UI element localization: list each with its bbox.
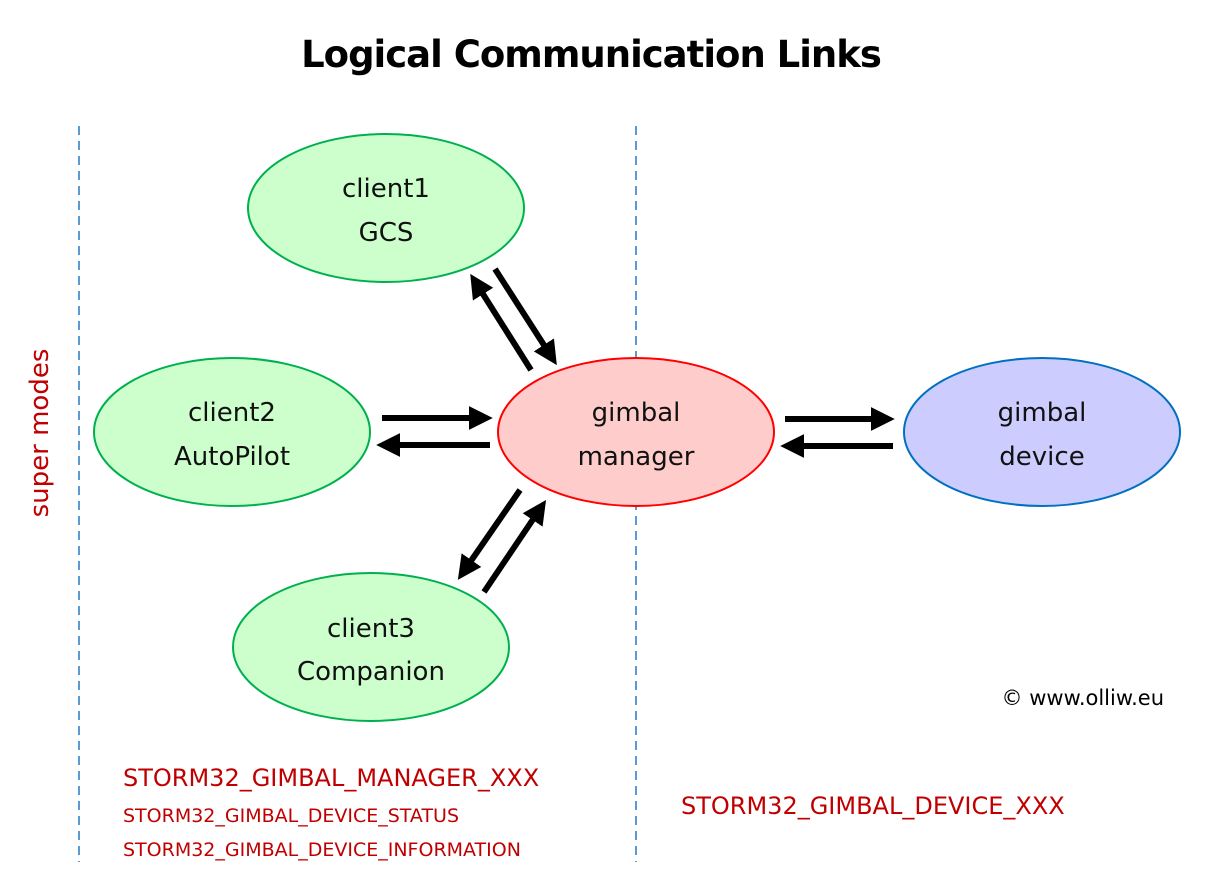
manager-messages-label: STORM32_GIMBAL_MANAGER_XXX: [123, 764, 539, 792]
node-client3: client3 Companion: [232, 572, 510, 722]
client1-label: client1: [342, 174, 430, 204]
gimbal-manager-label-line1: gimbal: [592, 398, 681, 428]
arrow-client1-to-manager: [492, 267, 557, 366]
client1-role: GCS: [359, 218, 414, 248]
link-client2-manager: [376, 406, 493, 457]
gimbal-manager-label-line2: manager: [578, 442, 695, 472]
gimbal-device-label-line2: device: [999, 442, 1084, 472]
node-client2: client2 AutoPilot: [93, 357, 371, 507]
link-client3-manager: [457, 488, 547, 594]
client3-role: Companion: [297, 657, 445, 687]
client2-role: AutoPilot: [174, 442, 290, 472]
device-status-message-label: STORM32_GIMBAL_DEVICE_STATUS: [123, 805, 459, 827]
client2-ellipse: [93, 357, 371, 507]
client3-ellipse: [232, 572, 510, 722]
diagram-title: Logical Communication Links: [301, 33, 881, 76]
super-modes-label: super modes: [25, 349, 55, 518]
client3-label: client3: [327, 614, 415, 644]
gimbal-device-label-line1: gimbal: [998, 398, 1087, 428]
client1-ellipse: [247, 133, 525, 283]
node-gimbal-device: gimbal device: [903, 357, 1181, 507]
arrow-manager-to-client1: [470, 273, 534, 372]
link-manager-device: [780, 407, 895, 458]
device-information-message-label: STORM32_GIMBAL_DEVICE_INFORMATION: [123, 839, 521, 861]
gimbal-device-ellipse: [903, 357, 1181, 507]
link-client1-manager: [470, 267, 557, 372]
copyright-text: © www.olliw.eu: [1002, 686, 1164, 710]
client2-label: client2: [188, 398, 276, 428]
node-client1: client1 GCS: [247, 133, 525, 283]
device-messages-label: STORM32_GIMBAL_DEVICE_XXX: [681, 792, 1065, 820]
arrow-client3-to-manager: [481, 500, 547, 594]
arrow-manager-to-client3: [457, 488, 523, 580]
node-gimbal-manager: gimbal manager: [497, 357, 775, 507]
gimbal-manager-ellipse: [497, 357, 775, 507]
